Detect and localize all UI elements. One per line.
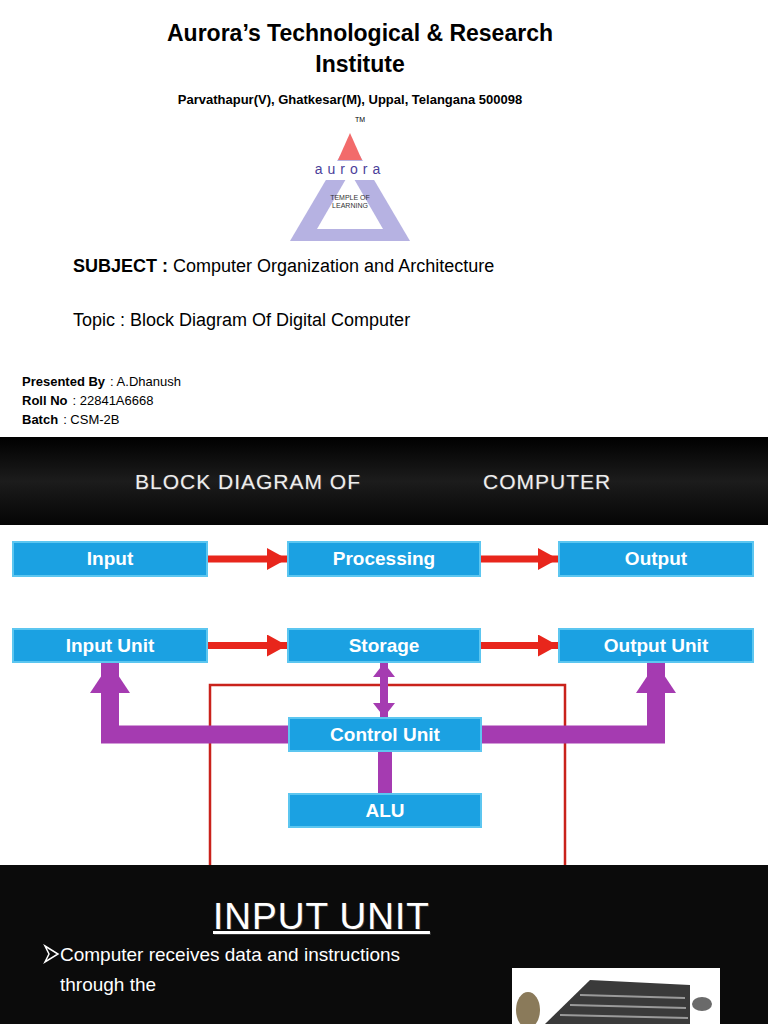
address-line: Parvathapur(V), Ghatkesar(M), Uppal, Tel… [0, 92, 700, 107]
flow-arrow [208, 556, 287, 563]
bullet-symbol [45, 946, 58, 962]
box-label: Control Unit [330, 724, 440, 746]
flow-arrow [208, 642, 287, 649]
field-value: : 22841A6668 [73, 393, 154, 408]
stage-box: Processing [287, 541, 481, 577]
cpu-frame [210, 685, 565, 865]
slide-heading: BLOCK DIAGRAM OF [135, 470, 361, 494]
box-label: Input Unit [66, 635, 155, 657]
box-label: Output Unit [604, 635, 708, 657]
field-name: Presented By [22, 374, 105, 389]
control-arrow [110, 663, 288, 735]
slide-title: Aurora’s Technological & Research Instit… [130, 18, 590, 80]
stage-box: Output [558, 541, 754, 577]
box-label: ALU [365, 800, 404, 822]
field-value: : CSM-2B [63, 412, 119, 427]
logo-apex [338, 133, 362, 160]
slide-heading: INPUT UNIT [213, 896, 430, 938]
box-label: Input [87, 548, 133, 570]
speaker-symbol [516, 992, 540, 1024]
slide-heading: COMPUTER [483, 470, 611, 494]
field-value: Computer Organization and Architecture [173, 256, 494, 277]
stage-box: Input [12, 541, 208, 577]
mouse-symbol [692, 997, 712, 1011]
field-name: Batch [22, 412, 58, 427]
unit-box: Control Unit [288, 717, 482, 752]
field-value: Block Diagram Of Digital Computer [130, 310, 410, 331]
unit-box: Input Unit [12, 628, 208, 663]
field-value: : A.Dhanush [110, 374, 181, 389]
control-arrow [380, 663, 388, 717]
box-label: Processing [333, 548, 435, 570]
keyboard-body [545, 980, 690, 1024]
box-label: Output [625, 548, 687, 570]
keyboard-keys [560, 995, 688, 1018]
unit-box: ALU [288, 793, 482, 828]
unit-box: Storage [287, 628, 481, 663]
unit-box: Output Unit [558, 628, 754, 663]
logo-motto: TEMPLE OF LEARNING [330, 194, 370, 210]
picture-frame [512, 968, 720, 1024]
logo-inner [317, 172, 383, 229]
heading-band [0, 437, 768, 525]
box-label: Storage [349, 635, 420, 657]
field-name: Topic : [73, 310, 125, 331]
bullet-text: Computer receives data and instructions … [60, 940, 410, 1000]
logo-word: aurora [290, 161, 410, 177]
control-link [378, 752, 392, 793]
flow-arrow [481, 642, 558, 649]
slide-band [0, 865, 768, 1024]
control-arrow [482, 663, 656, 735]
logo-triangle [290, 156, 410, 241]
trademark: TM [355, 116, 365, 123]
flow-arrow [481, 556, 558, 563]
field-name: Roll No [22, 393, 68, 408]
field-name: SUBJECT : [73, 256, 168, 277]
